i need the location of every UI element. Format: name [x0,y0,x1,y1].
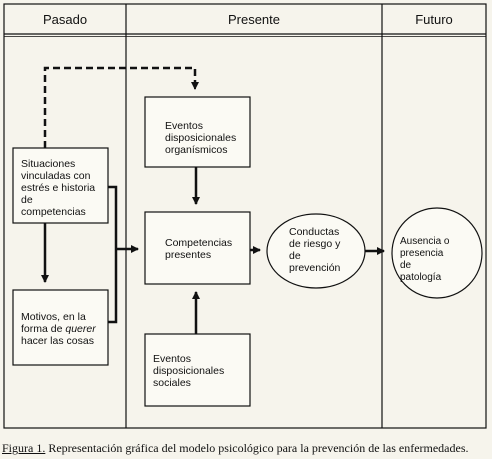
text-motives: Motivos, en la forma de querer hacer las… [21,311,96,347]
text-social: Eventos disposicionales sociales [153,353,225,389]
header-present: Presente [227,12,281,27]
figure-caption-text: Representación gráfica del modelo psicol… [45,441,469,455]
text-situations: Situaciones vinculadas con estrés e hist… [21,158,96,218]
diagram-canvas: Pasado Presente Futuro Situaciones vincu… [3,3,487,429]
header-past: Pasado [42,12,88,27]
figure-caption: Figura 1. Representación gráfica del mod… [2,441,492,456]
header-future: Futuro [415,12,453,27]
diagram-lines [3,3,487,429]
figure-label: Figura 1. [2,441,46,455]
bracket-past-to-present [108,185,118,324]
arrow-dashed-feedback [43,66,197,148]
box-social [144,333,251,407]
box-motives [12,289,109,366]
text-organismic: Eventos disposicionales organísmicos [165,120,237,156]
box-situations [12,147,109,224]
text-risk: Conductas de riesgo y de prevención [289,226,341,274]
box-organismic [144,96,251,168]
box-competencies [144,211,251,285]
text-competencies: Competencias presentes [165,237,233,261]
ellipse-outcome [391,207,483,299]
outer-frame [3,3,487,429]
text-outcome: Ausencia o presencia de patología [400,236,450,283]
